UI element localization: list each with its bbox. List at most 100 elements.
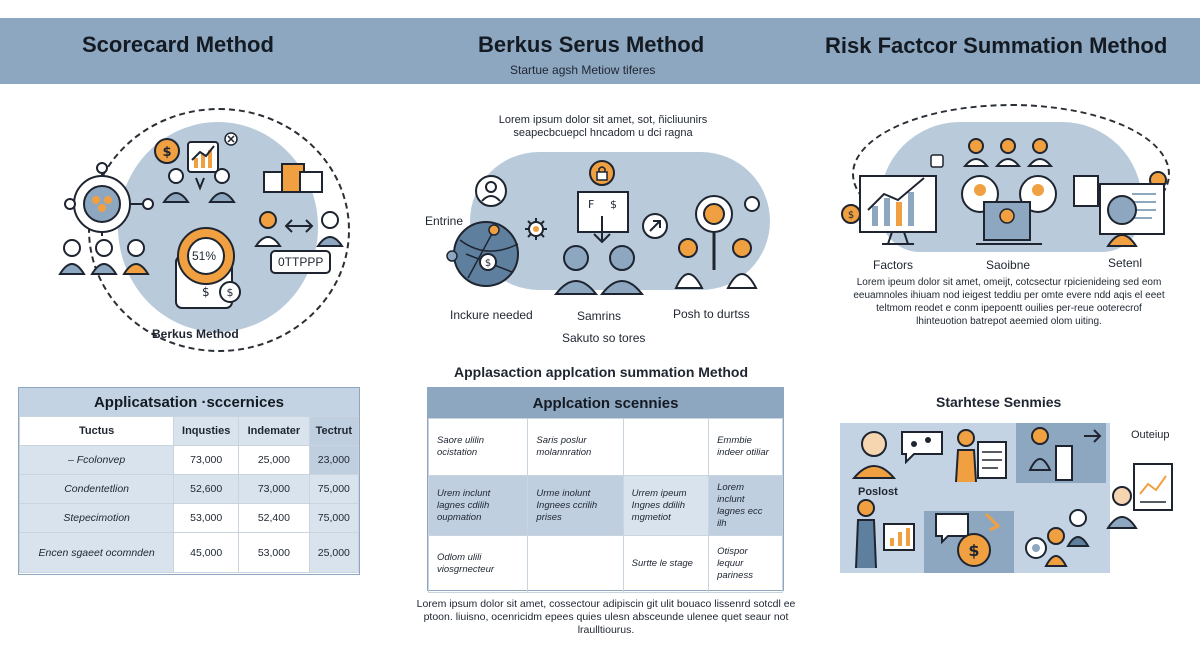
table-cell: Lorem inclunt lagnes ecc ilh	[708, 475, 783, 536]
laptop-team-icon	[961, 175, 1057, 245]
dollar-coin-icon: $	[154, 138, 180, 164]
percent-value: 51%	[192, 249, 217, 263]
arrow-circle-icon	[642, 213, 668, 239]
row-label: Stepecimotion	[18, 503, 175, 533]
table2-grid: Saore ulilin ocistation Saris poslur mol…	[427, 418, 783, 593]
table-row: Odlom ulili viosgrnecteur Surtte le stag…	[427, 535, 783, 593]
document-dollar-icon: F $	[577, 191, 629, 244]
gear-icon	[525, 218, 547, 240]
table-row: Urem inclunt lagnes cdilih oupmation Urm…	[427, 475, 783, 536]
presenter-icon	[955, 429, 1007, 483]
person-icon	[1106, 486, 1138, 529]
row-label: – Fcolonvep	[18, 445, 175, 475]
scenarios-title: Starhtese Senmies	[936, 394, 1062, 410]
table-row: Encen sgaeet ocomnden 45,000 53,000 25,0…	[18, 532, 360, 573]
outeiup-label: Outeiup	[1131, 429, 1170, 441]
monitor-chart-icon	[859, 175, 937, 245]
table-row: Stepecimotion 53,000 52,400 75,000	[18, 503, 360, 533]
column-header: Tuctus	[18, 416, 175, 446]
three-people-icon	[962, 138, 1054, 167]
table-cell	[622, 418, 710, 476]
table-cell: 53,000	[238, 532, 310, 573]
table-cell: Urrem ipeum Ingnes ddilih mgmetiot	[622, 475, 710, 536]
table-cell	[527, 535, 624, 593]
svg-text:$: $	[968, 541, 979, 560]
table-cell: Saore ulilin ocistation	[427, 418, 529, 476]
table-cell: 53,000	[173, 503, 240, 533]
table-row: Condentetlion 52,600 73,000 75,000	[18, 474, 360, 504]
people-group-icon	[162, 168, 236, 203]
speech-bubble-text: 0TTPPP	[270, 250, 332, 274]
table2-title: Applcation scennies	[428, 388, 783, 418]
factors-label: Factors	[873, 258, 914, 272]
berkus-intro-text: Lorem ipsum dolor sit amet, sot, ñicliuu…	[498, 114, 708, 139]
setenl-label: Setenl	[1108, 256, 1143, 270]
svg-text:$: $	[202, 285, 210, 299]
header-band	[0, 18, 1200, 84]
table-cell: 52,600	[173, 474, 240, 504]
table1-grid: Tuctus Inqusties Indemater Tectrut – Fco…	[18, 416, 360, 573]
briefcase-stack-icon	[263, 163, 323, 193]
magnifier-investors-icon	[674, 195, 760, 289]
table-cell: Urem inclunt lagnes cdilih oupmation	[427, 475, 529, 536]
column-header: Indemater	[238, 416, 310, 446]
table-cell: 25,000	[308, 532, 360, 573]
meeting-icon	[1028, 427, 1102, 481]
entrine-label: Entrine	[425, 214, 464, 228]
svg-text:$: $	[610, 198, 617, 211]
table-cell: Odlom ulili viosgrnecteur	[427, 535, 529, 593]
row-label: Condentetlion	[18, 474, 175, 504]
table-cell: 23,000	[308, 445, 360, 475]
table-row: Saore ulilin ocistation Saris poslur mol…	[427, 418, 783, 476]
percentage-dial-icon: $ $	[175, 227, 241, 309]
column-header: Tectrut	[308, 416, 360, 446]
svg-text:$: $	[162, 145, 171, 160]
table-cell: Otispor lequur pariness	[708, 535, 783, 593]
bald-man-icon	[851, 431, 897, 479]
sakuto-label: Sakuto so tores	[562, 331, 646, 345]
poslost-label: Poslost	[858, 486, 898, 498]
globe-network-icon: $	[446, 221, 519, 287]
scorecard-dashed-ring	[88, 108, 350, 352]
scorecard-method-title: Scorecard Method	[82, 32, 274, 57]
three-people-icon	[58, 239, 150, 275]
table-cell: 75,000	[308, 474, 360, 504]
berkus-method-subtitle: Startue agsh Metiow tiferes	[510, 63, 656, 77]
table-cell: 73,000	[173, 445, 240, 475]
gears-team-icon	[1025, 509, 1090, 567]
businessman-chart-icon	[855, 499, 915, 569]
scorecard-caption: Berkus Method	[152, 327, 239, 341]
application-scenarios-table: Applicatsation ·sccernices Tuctus Inqust…	[18, 387, 360, 575]
samrins-label: Samrins	[577, 309, 622, 323]
chat-bubble-icon	[901, 431, 943, 464]
report-chart-icon	[1133, 463, 1173, 511]
svg-text:$: $	[485, 258, 491, 269]
table-cell: Saris poslur molannration	[527, 418, 624, 476]
checklist-person-icon	[1073, 171, 1167, 247]
svg-text:F: F	[588, 198, 594, 211]
table-cell: 52,400	[238, 503, 310, 533]
table1-title: Applicatsation ·sccernices	[19, 388, 359, 416]
table-cell: Surtte le stage	[622, 535, 710, 593]
team-network-icon	[64, 162, 154, 236]
risk-factor-method-title: Risk Factcor Summation Method	[825, 33, 1168, 58]
lock-icon	[589, 160, 615, 186]
table2-heading: Applasaction applcation summation Method	[454, 364, 749, 380]
table-cell: 75,000	[308, 503, 360, 533]
table-cell: 25,000	[238, 445, 310, 475]
risk-paragraph: Lorem ipeum dolor sit amet, omeijt, cotc…	[853, 277, 1165, 327]
application-summation-table: Applcation scennies Saore ulilin ocistat…	[427, 387, 784, 593]
row-label: Encen sgaeet ocomnden	[18, 532, 175, 573]
handshake-people-icon	[254, 211, 344, 247]
table-header-row: Tuctus Inqusties Indemater Tectrut	[18, 416, 360, 446]
risk-dashed-arc	[852, 104, 1170, 244]
chip-icon	[930, 154, 944, 168]
user-circle-icon	[475, 175, 507, 207]
table-cell: 73,000	[238, 474, 310, 504]
berkus-method-title: Berkus Serus Method	[478, 32, 705, 57]
inckure-needed-label: Inckure needed	[450, 308, 533, 322]
table-row: – Fcolonvep 73,000 25,000 23,000	[18, 445, 360, 475]
growth-chart-icon	[187, 141, 219, 173]
close-icon	[224, 132, 238, 146]
table2-footer-text: Lorem ipsum dolor sit amet, cossectour a…	[416, 598, 796, 636]
